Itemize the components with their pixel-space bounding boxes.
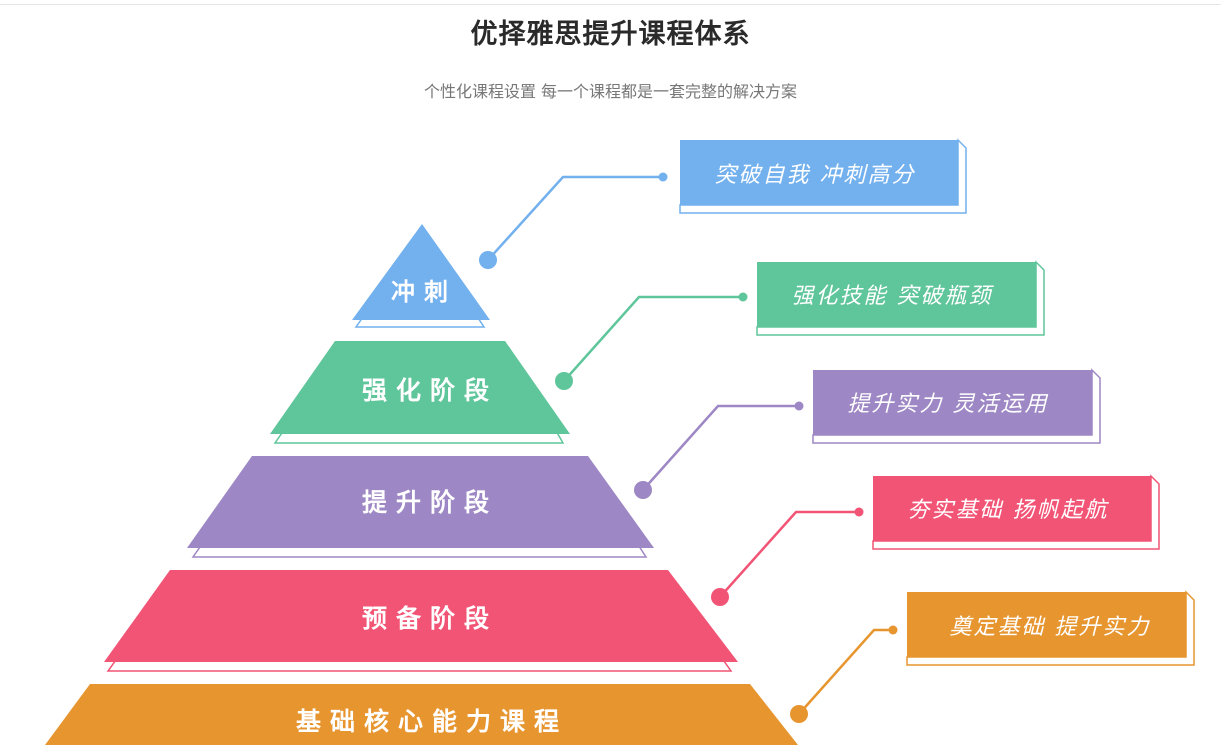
tier-intensive: 强化阶段 <box>270 341 570 444</box>
connector-line-prep <box>719 510 859 598</box>
callout-advance: 提升实力 灵活运用 <box>634 368 1101 499</box>
connector-start-dot-sprint <box>658 172 668 182</box>
page-title: 优择雅思提升课程体系 <box>470 19 751 50</box>
callout-sprint: 突破自我 冲刺高分 <box>479 138 967 269</box>
tagline-text-sprint: 突破自我 冲刺高分 <box>715 163 916 188</box>
tier-intensive-shape <box>270 341 570 434</box>
top-divider <box>0 4 1221 5</box>
tier-core-shape <box>45 684 798 745</box>
tier-core: 基础核心能力课程 <box>45 684 798 745</box>
tier-advance-label: 提升阶段 <box>362 488 498 517</box>
connector-line-advance <box>642 404 799 491</box>
tier-sprint-shape <box>352 224 490 320</box>
callout-intensive: 强化技能 突破瓶颈 <box>555 260 1045 390</box>
connector-line-core <box>798 628 893 715</box>
connector-end-dot-advance <box>634 481 652 499</box>
connector-start-dot-intensive <box>738 292 748 302</box>
connector-end-dot-sprint <box>479 251 497 269</box>
tagline-text-core: 奠定基础 提升实力 <box>950 615 1151 640</box>
tagline-box-core <box>907 592 1186 657</box>
tagline-text-advance: 提升实力 灵活运用 <box>848 392 1049 417</box>
tagline-box-prep <box>873 476 1151 541</box>
tier-intensive-label: 强化阶段 <box>362 376 498 405</box>
connector-end-dot-prep <box>711 588 729 606</box>
tier-sprint-label: 冲刺 <box>391 278 457 306</box>
connector-line-intensive <box>563 295 743 382</box>
tier-prep-label: 预备阶段 <box>362 604 498 633</box>
callout-prep: 夯实基础 扬帆起航 <box>711 474 1160 606</box>
tier-prep-shape <box>104 570 738 662</box>
connector-line-sprint <box>487 175 663 261</box>
tier-advance-shape <box>187 456 654 548</box>
tagline-text-intensive: 强化技能 突破瓶颈 <box>792 284 995 309</box>
connector-start-dot-core <box>888 625 898 635</box>
tier-core-label: 基础核心能力课程 <box>296 707 568 736</box>
tier-prep: 预备阶段 <box>104 570 738 672</box>
tagline-box-sprint <box>680 140 958 205</box>
page-subtitle: 个性化课程设置 每一个课程都是一套完整的解决方案 <box>423 82 798 101</box>
connector-end-dot-intensive <box>555 372 573 390</box>
tier-advance: 提升阶段 <box>187 456 654 558</box>
connector-start-dot-advance <box>794 401 804 411</box>
connector-end-dot-core <box>790 705 808 723</box>
tagline-text-prep: 夯实基础 扬帆起航 <box>908 498 1110 523</box>
connector-start-dot-prep <box>854 507 864 517</box>
tagline-box-advance <box>813 370 1092 435</box>
callout-core: 奠定基础 提升实力 <box>790 590 1195 723</box>
tagline-box-intensive <box>757 262 1036 327</box>
tier-sprint: 冲刺 <box>352 224 490 328</box>
